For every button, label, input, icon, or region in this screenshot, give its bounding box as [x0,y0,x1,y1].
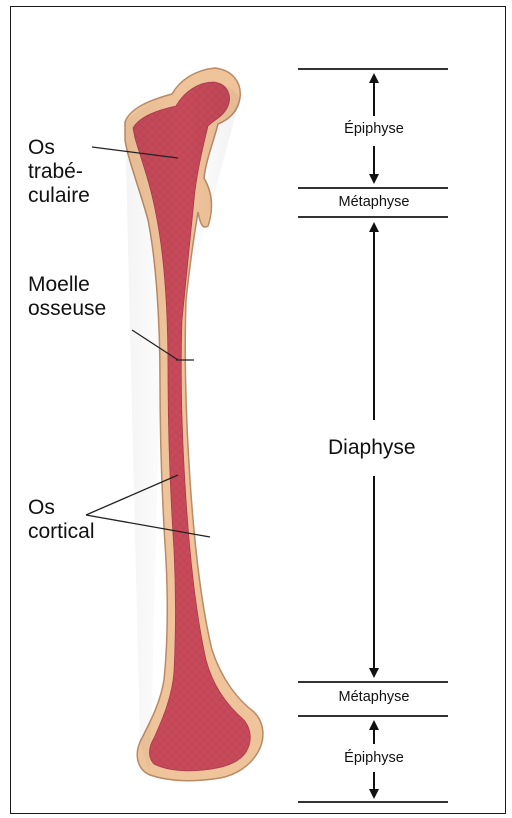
arrowhead-up [369,222,379,232]
label-metaphyse-top: Métaphyse [318,194,430,211]
arrowhead-down [369,789,379,799]
label-diaphyse: Diaphyse [328,436,416,460]
label-trabecular-bone: Os trabé- culaire [28,136,90,208]
arrowhead-up [369,720,379,730]
label-cortical-bone: Os cortical [28,496,95,544]
label-bone-marrow: Moelle osseuse [28,273,106,321]
arrowhead-down [369,174,379,184]
arrowhead-up [369,73,379,83]
label-epiphyse-top: Épiphyse [324,121,424,138]
label-epiphyse-bottom: Épiphyse [324,750,424,767]
label-metaphyse-bottom: Métaphyse [318,689,430,706]
arrowhead-down [369,668,379,678]
